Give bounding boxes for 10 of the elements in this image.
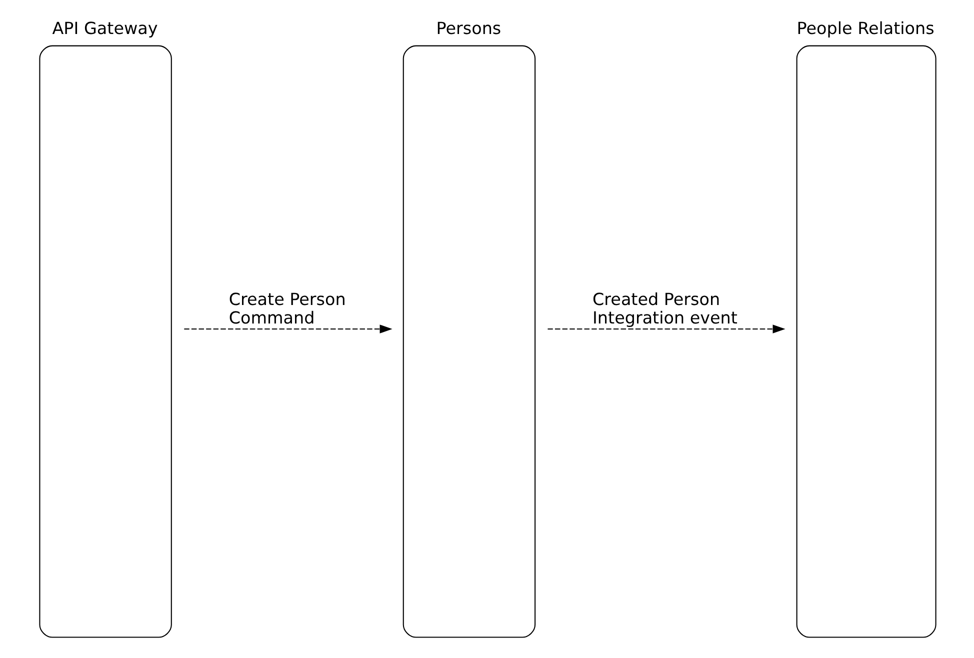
node-label: API Gateway [52, 18, 158, 38]
edge-label: Created Person Integration event [592, 288, 737, 328]
edge-label: Create Person Command [228, 288, 346, 328]
node-box [38, 45, 172, 638]
node-label: People Relations [796, 18, 934, 38]
arrow [547, 324, 785, 334]
arrow [184, 324, 392, 334]
node-box [402, 45, 536, 638]
node-box [796, 45, 936, 638]
node-label: Persons [436, 18, 501, 38]
